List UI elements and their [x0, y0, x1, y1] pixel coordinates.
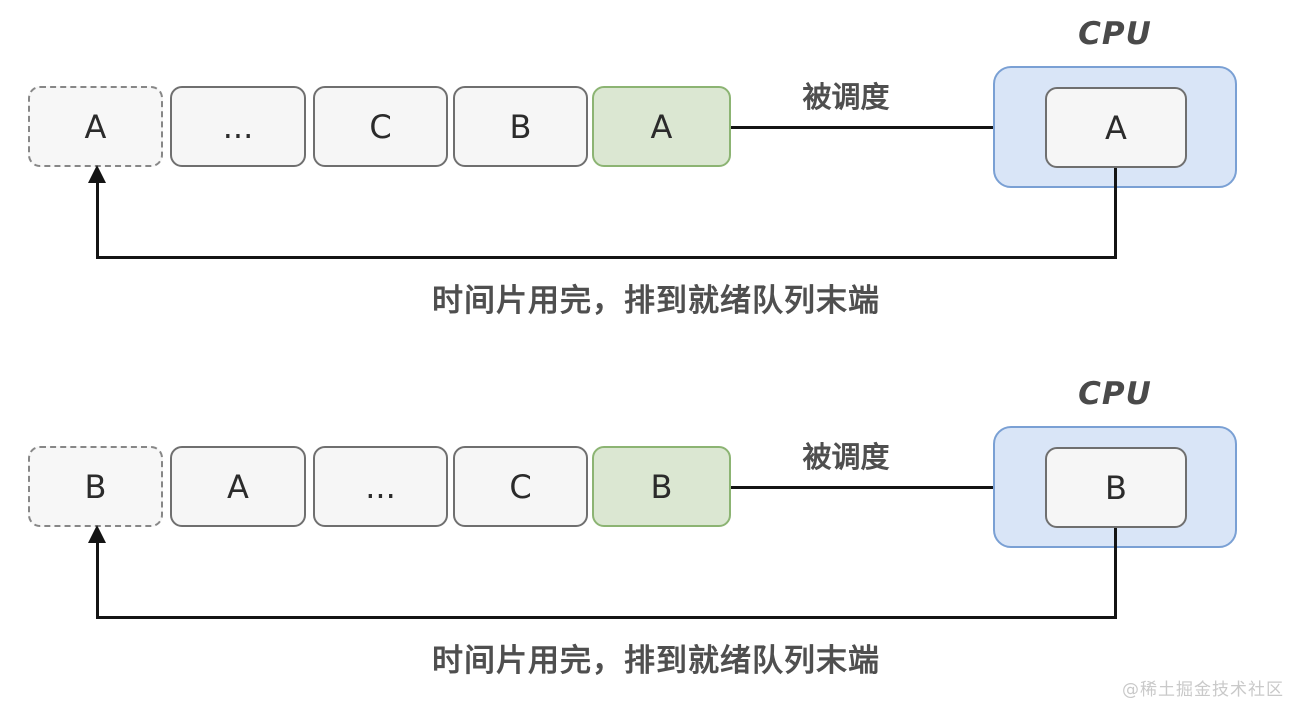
cpu-running-process: B — [1045, 447, 1187, 528]
queue-slot-current-head: B — [592, 446, 731, 527]
queue-slot-ghost-tail: B — [28, 446, 163, 527]
timeslice-caption: 时间片用完，排到就绪队列末端 — [432, 643, 880, 679]
queue-slot: C — [453, 446, 588, 527]
queue-slot: B — [453, 86, 588, 167]
return-line-vertical-to-queue — [96, 541, 99, 618]
queue-slot-ghost-tail: A — [28, 86, 163, 167]
cpu-title: CPU — [1078, 16, 1152, 52]
queue-slot: A — [170, 446, 306, 527]
return-arrowhead-icon — [88, 165, 106, 183]
timeslice-caption: 时间片用完，排到就绪队列末端 — [432, 283, 880, 319]
cpu-running-process: A — [1045, 87, 1187, 168]
return-line-horizontal — [96, 616, 1117, 619]
queue-slot-current-head: A — [592, 86, 731, 167]
scheduling-cycle-b: CPU B A ... C B 被调度 B 时间片用完，排到就绪队列末端 — [0, 360, 1292, 708]
schedule-arrow-line — [731, 486, 1031, 489]
return-line-horizontal — [96, 256, 1117, 259]
scheduled-label: 被调度 — [802, 440, 890, 474]
scheduling-cycle-a: CPU A ... C B A 被调度 A 时间片用完，排到就绪队列末端 — [28, 16, 1237, 319]
schedule-arrow-line — [731, 126, 1031, 129]
queue-slot: ... — [313, 446, 448, 527]
queue-slot: C — [313, 86, 448, 167]
scheduled-label: 被调度 — [802, 80, 890, 114]
return-line-vertical-to-queue — [96, 181, 99, 258]
return-line-vertical-from-cpu — [1114, 528, 1117, 618]
queue-slot: ... — [170, 86, 306, 167]
watermark: @稀土掘金技术社区 — [1122, 680, 1284, 700]
cpu-title: CPU — [1078, 376, 1152, 412]
return-line-vertical-from-cpu — [1114, 168, 1117, 258]
return-arrowhead-icon — [88, 525, 106, 543]
